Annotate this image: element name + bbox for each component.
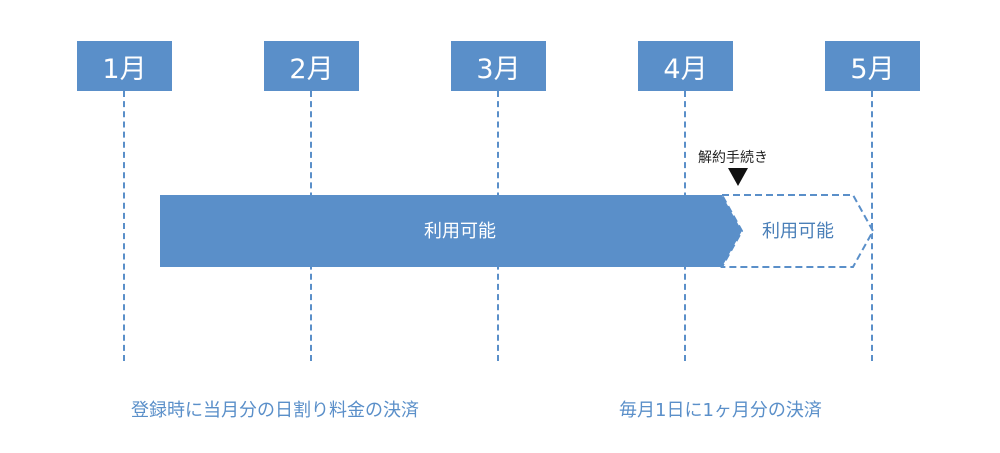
- month-box-4: 4月: [638, 41, 733, 91]
- availability-bar-extension: [720, 194, 875, 268]
- down-triangle-icon: [728, 168, 748, 186]
- timeline-line-1: [123, 91, 125, 361]
- timeline-line-5: [871, 91, 873, 361]
- month-box-2: 2月: [264, 41, 359, 91]
- month-box-5: 5月: [825, 41, 920, 91]
- month-box-1: 1月: [77, 41, 172, 91]
- availability-bar-main-label: 利用可能: [424, 221, 496, 242]
- month-box-3: 3月: [451, 41, 546, 91]
- availability-bar-extension-label: 利用可能: [762, 221, 834, 242]
- caption-monthly-billing: 毎月1日に1ヶ月分の決済: [619, 400, 822, 421]
- caption-registration-billing: 登録時に当月分の日割り料金の決済: [131, 400, 419, 421]
- availability-bar-main: [160, 195, 742, 267]
- cancellation-label: 解約手続き: [698, 150, 768, 166]
